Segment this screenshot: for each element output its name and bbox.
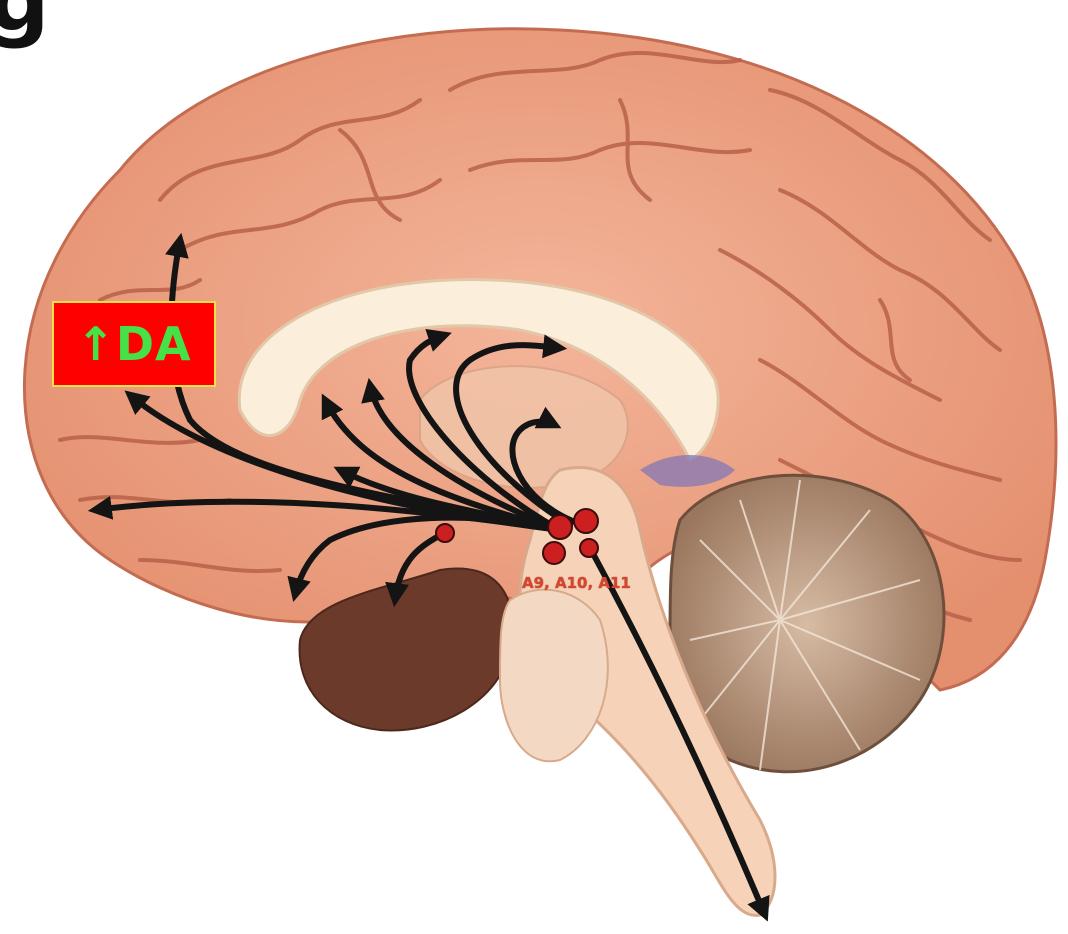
nuclei-label: A9, A10, A11 xyxy=(522,574,631,592)
pons xyxy=(500,590,608,762)
nucleus-a9 xyxy=(548,515,572,539)
corner-letter: g xyxy=(0,0,50,44)
nucleus-a11 xyxy=(543,542,565,564)
nucleus-a11-b xyxy=(580,539,598,557)
nucleus-a10 xyxy=(574,509,598,533)
nucleus-hypothalamic xyxy=(436,524,454,542)
dopamine-increase-box: ↑DA xyxy=(52,301,216,387)
dopamine-increase-label: ↑DA xyxy=(76,317,191,371)
